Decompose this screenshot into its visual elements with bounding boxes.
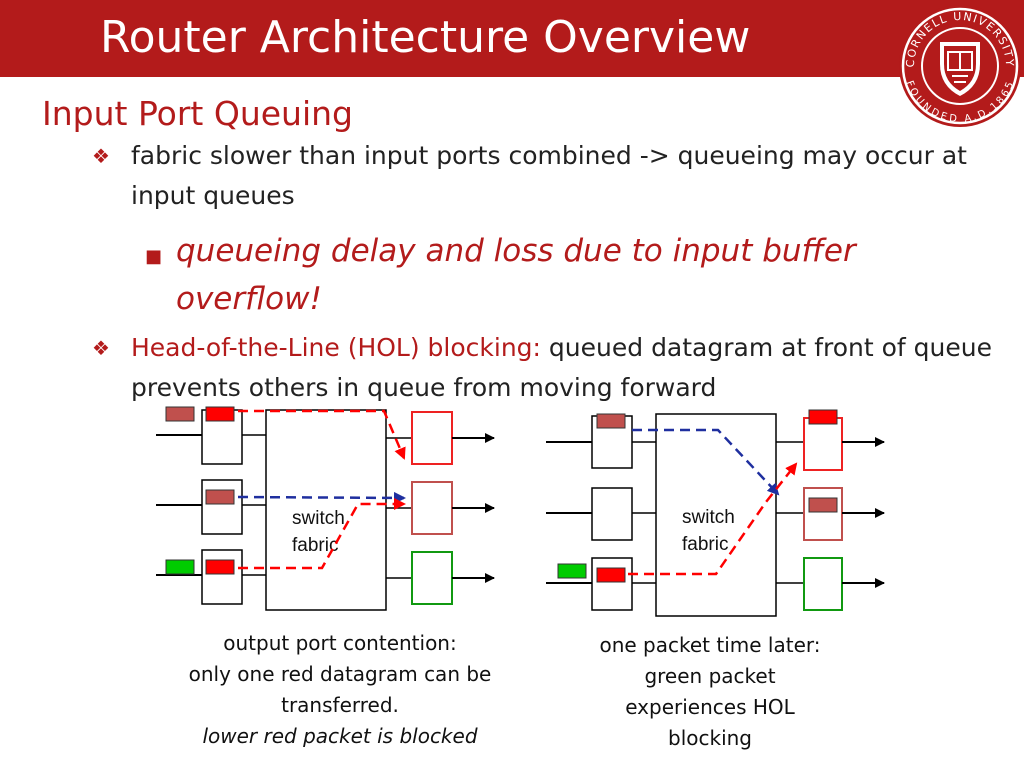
bullet-2: ■ queueing delay and loss due to input b…	[145, 227, 925, 323]
output-queue-red	[803, 417, 843, 471]
caption-line: output port contention:	[223, 631, 457, 655]
caption-right: one packet time later: green packet expe…	[580, 630, 840, 754]
caption-line: green packet	[644, 664, 776, 688]
diamond-bullet-icon: ❖	[92, 336, 110, 360]
packet-dark-red	[205, 489, 235, 505]
fabric-label-line1: switch	[292, 508, 345, 529]
caption-line: only one red datagram can be	[188, 662, 492, 686]
hol-term: Head-of-the-Line (HOL) blocking:	[131, 333, 541, 362]
hol-definition: queued datagram at front of queue preven…	[131, 333, 992, 402]
input-queue-2	[201, 479, 243, 535]
bullet-1: ❖ fabric slower than input ports combine…	[92, 136, 972, 216]
packet-green	[165, 559, 195, 575]
slide-title: Router Architecture Overview	[100, 12, 751, 63]
fabric-label-line1: switch	[682, 507, 735, 528]
blue-path	[632, 428, 780, 496]
caption-italic-line: lower red packet is blocked	[202, 724, 478, 748]
output-queue-dark-red	[411, 481, 453, 535]
packet-dark-red	[165, 406, 195, 422]
caption-line: experiences HOL	[625, 695, 795, 719]
switch-fabric-box	[655, 413, 777, 617]
input-queue-3	[591, 557, 633, 611]
blue-path	[237, 491, 406, 504]
title-bar: Router Architecture Overview	[0, 0, 1024, 77]
diagram-right: switch fabric	[546, 409, 885, 617]
caption-left: output port contention: only one red dat…	[160, 628, 520, 752]
input-queue-3	[201, 549, 243, 605]
fabric-label-line2: fabric	[292, 535, 338, 556]
packet-red	[596, 567, 626, 583]
input-queue-2	[591, 487, 633, 541]
bullet-3: ❖ Head-of-the-Line (HOL) blocking: queue…	[92, 328, 992, 408]
packet-green	[557, 563, 587, 579]
output-queue-green	[803, 557, 843, 611]
red-path-top	[238, 409, 406, 460]
square-bullet-icon: ■	[145, 246, 163, 267]
bullet-1-text: fabric slower than input ports combined …	[131, 141, 967, 210]
caption-line: one packet time later:	[599, 633, 821, 657]
bullet-2-text: queueing delay and loss due to input buf…	[176, 233, 856, 317]
packet-red	[205, 406, 235, 422]
caption-line: transferred.	[281, 693, 399, 717]
diagram-left: switch fabric	[156, 406, 495, 611]
packet-dark-red	[596, 413, 626, 429]
cornell-seal-logo: CORNELL UNIVERSITY FOUNDED A.D.1865	[899, 5, 1021, 127]
packet-red	[808, 409, 838, 425]
output-queue-red	[411, 411, 453, 465]
section-heading: Input Port Queuing	[42, 94, 353, 133]
output-queue-dark-red	[803, 487, 843, 541]
caption-line: blocking	[668, 726, 752, 750]
packet-red	[205, 559, 235, 575]
diamond-bullet-icon: ❖	[92, 144, 110, 168]
hol-blocking-diagram: switch fabric	[156, 406, 885, 617]
packet-dark-red	[808, 497, 838, 513]
fabric-label-line2: fabric	[682, 534, 728, 555]
bullet-3-text: Head-of-the-Line (HOL) blocking: queued …	[92, 328, 992, 408]
red-path-bottom	[238, 498, 406, 570]
red-path	[628, 462, 798, 576]
output-queue-green	[411, 551, 453, 605]
